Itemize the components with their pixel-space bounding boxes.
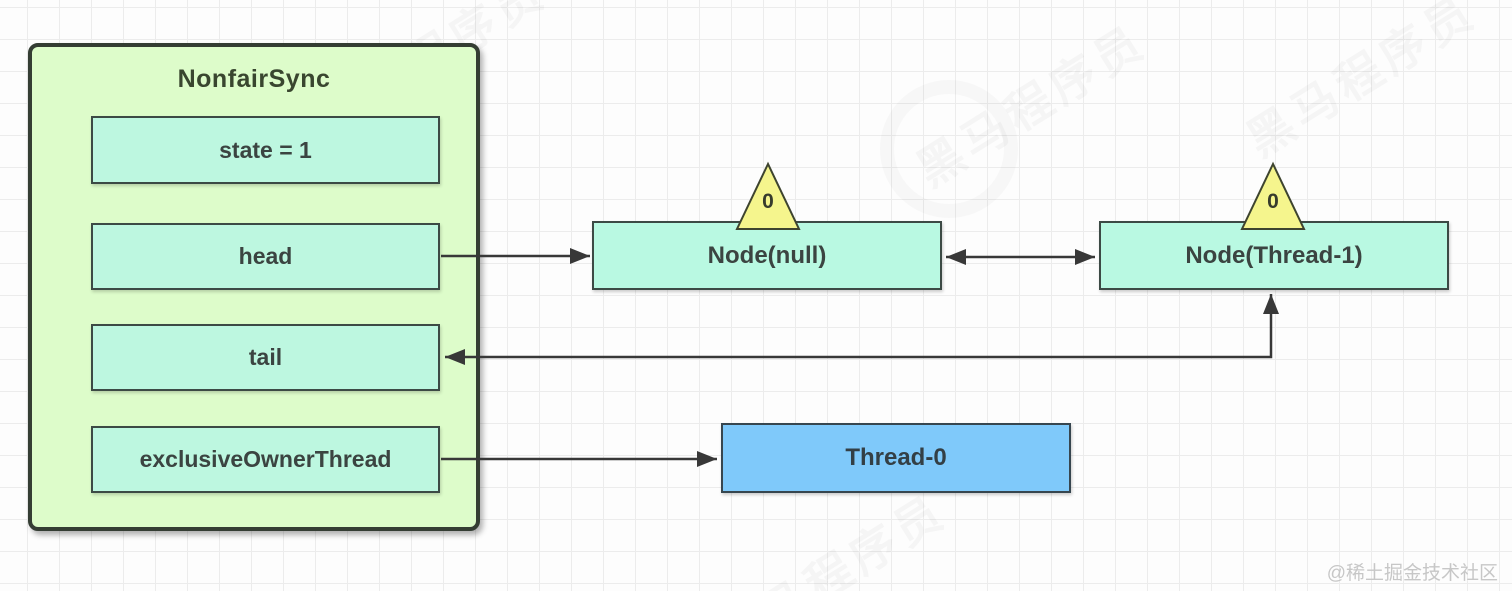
brand-watermark: 黑马程序员 — [702, 476, 957, 591]
node-null-box: Node(null) — [592, 221, 942, 290]
node-thread1-box: Node(Thread-1) — [1099, 221, 1449, 290]
brand-watermark: 黑马程序员 — [1232, 0, 1487, 170]
thread0-box: Thread-0 — [721, 423, 1071, 493]
nodenull-waitstatus: 0 — [762, 190, 774, 213]
tail-to-nodethread1-arrow — [445, 294, 1279, 365]
site-watermark: @稀土掘金技术社区 — [1326, 563, 1498, 584]
brand-logo-ring — [880, 80, 1018, 218]
field-state: state = 1 — [91, 116, 440, 184]
field-exclusive-owner-thread: exclusiveOwnerThread — [91, 426, 440, 493]
nonfairsync-box: NonfairSync state = 1 head tail exclusiv… — [28, 43, 480, 531]
nonfairsync-title: NonfairSync — [177, 65, 331, 93]
brand-watermark: 黑马程序员 — [902, 6, 1157, 200]
field-head: head — [91, 223, 440, 290]
nodethread1-waitstatus: 0 — [1267, 190, 1279, 213]
field-tail: tail — [91, 324, 440, 391]
